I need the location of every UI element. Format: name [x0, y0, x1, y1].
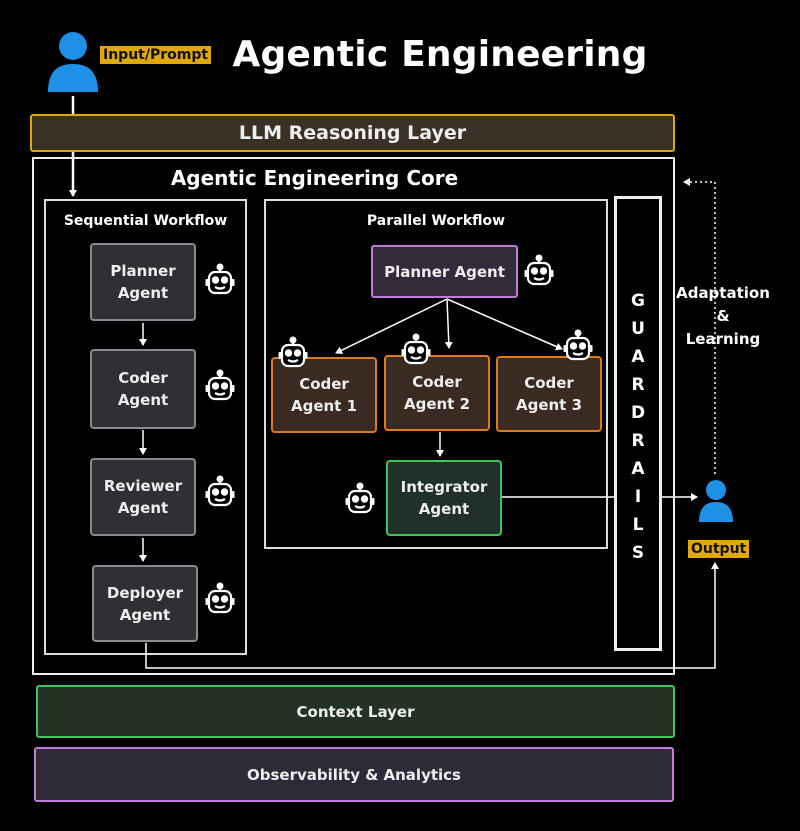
- output-label: Output: [688, 540, 750, 558]
- robot-icon: [204, 369, 236, 401]
- parallel-workflow-title: Parallel Workflow: [366, 213, 506, 229]
- robot-icon: [562, 329, 594, 361]
- adaptation-line-2: &: [716, 307, 730, 325]
- seq-deployer-label-1: Deployer: [106, 583, 184, 602]
- guardrails-letter: L: [632, 515, 644, 535]
- coder3-label-1: Coder: [524, 374, 574, 392]
- par-planner-agent: Planner Agent: [371, 245, 518, 298]
- page-title: Agentic Engineering: [232, 34, 648, 75]
- seq-reviewer-label-2: Agent: [117, 499, 169, 517]
- output-person-icon: [699, 480, 733, 522]
- robot-icon: [523, 254, 555, 286]
- observability-analytics-layer: Observability & Analytics: [34, 747, 674, 802]
- seq-coder-label-2: Agent: [117, 391, 169, 409]
- seq-deployer-label-2: Agent: [119, 605, 171, 624]
- robot-icon: [204, 263, 236, 295]
- coder1-label-1: Coder: [299, 375, 349, 393]
- input-person-icon: [48, 32, 98, 92]
- adaptation-learning-label: Adaptation & Learning: [668, 282, 778, 351]
- robot-icon: [204, 475, 236, 507]
- guardrails-letter: S: [631, 543, 645, 563]
- llm-reasoning-layer: LLM Reasoning Layer: [30, 114, 675, 152]
- guardrails-letter: R: [631, 431, 645, 451]
- adaptation-loop-line: [683, 178, 716, 474]
- coder1-label-2: Agent 1: [290, 397, 358, 415]
- integrator-label-1: Integrator: [400, 478, 488, 496]
- guardrails-letter: G: [631, 291, 645, 311]
- integrator-label-2: Agent: [418, 500, 470, 518]
- coder2-label-2: Agent 2: [403, 395, 471, 413]
- par-arrow-2: [444, 298, 453, 349]
- par-arrow-3: [446, 298, 563, 351]
- seq-planner-label-1: Planner: [110, 262, 176, 280]
- robot-icon: [344, 482, 376, 514]
- sequential-workflow-panel: [44, 199, 247, 655]
- input-prompt-label: Input/Prompt: [100, 46, 212, 64]
- robot-icon: [400, 333, 432, 365]
- par-arrow-1: [335, 298, 448, 354]
- coder3-label-2: Agent 3: [515, 396, 583, 414]
- core-title: Agentic Engineering Core: [170, 166, 459, 190]
- robot-icon: [204, 582, 236, 614]
- guardrails-letter: A: [631, 459, 645, 479]
- seq-planner-label-2: Agent: [117, 284, 169, 302]
- robot-icon: [277, 336, 309, 368]
- guardrails-bar: G U A R D R A I L S: [614, 196, 662, 651]
- guardrails-letter: D: [630, 403, 646, 423]
- sequential-workflow-title: Sequential Workflow: [63, 213, 228, 229]
- parallel-workflow-panel: [264, 199, 608, 549]
- guardrails-letter: I: [634, 487, 642, 507]
- guardrails-letter: A: [631, 347, 645, 367]
- deployer-output-line: [145, 562, 719, 669]
- context-layer: Context Layer: [36, 685, 675, 738]
- seq-reviewer-label-1: Reviewer: [103, 477, 183, 495]
- coder2-label-1: Coder: [412, 373, 462, 391]
- agentic-core-frame: [32, 157, 675, 675]
- adaptation-line-1: Adaptation: [676, 284, 770, 302]
- guardrails-letter: R: [631, 375, 645, 395]
- guardrails-letter: U: [631, 319, 645, 339]
- adaptation-line-3: Learning: [685, 330, 761, 348]
- seq-coder-label-1: Coder: [118, 369, 168, 387]
